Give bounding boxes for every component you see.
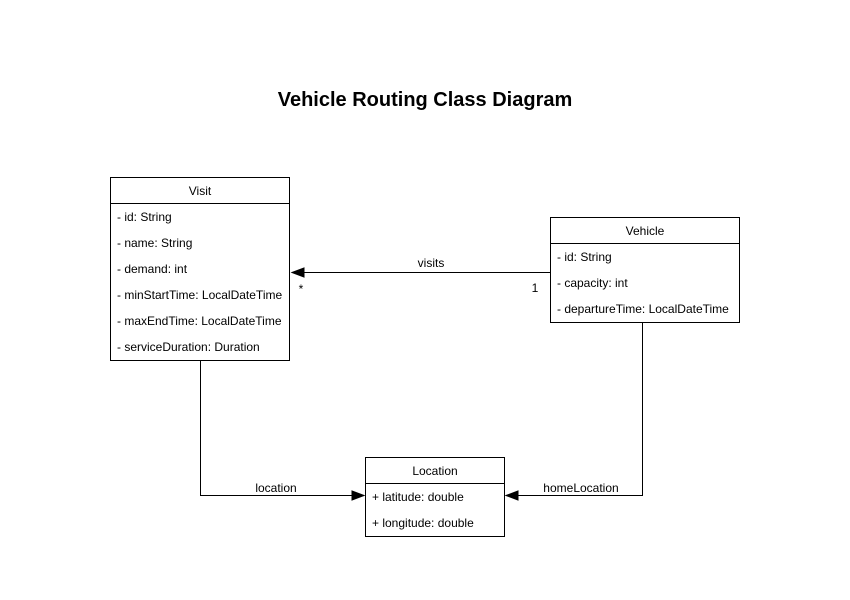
edge-label-visits: visits [415,256,447,270]
class-location-field-latitude: + latitude: double [372,490,464,504]
class-vehicle-fields: - id: String - capacity: int - departure… [551,244,739,322]
class-vehicle-name: Vehicle [551,218,739,244]
class-box-vehicle: Vehicle - id: String - capacity: int - d… [550,217,740,323]
class-vehicle-field-capacity: - capacity: int [557,276,628,290]
class-visit-fields: - id: String - name: String - demand: in… [111,204,289,360]
edge-location-line [200,359,354,496]
multiplicity-visits-star: * [298,282,304,296]
class-visit-field-minstarttime: - minStartTime: LocalDateTime [117,288,283,302]
class-location-fields: + latitude: double + longitude: double [366,484,504,536]
class-visit-field-name: - name: String [117,236,193,250]
class-visit-field-serviceduration: - serviceDuration: Duration [117,340,260,354]
class-vehicle-field-departuretime: - departureTime: LocalDateTime [557,302,729,316]
edge-label-homelocation: homeLocation [541,481,621,495]
class-location-field-longitude: + longitude: double [372,516,474,530]
edge-location-arrowhead [351,490,366,501]
class-visit-name: Visit [111,178,289,204]
edge-visits-arrowhead [290,267,305,278]
class-vehicle-field-id: - id: String [557,250,612,264]
diagram-title: Vehicle Routing Class Diagram [277,89,573,111]
class-location-name: Location [366,458,504,484]
edge-label-location: location [253,481,299,495]
class-box-visit: Visit - id: String - name: String - dema… [110,177,290,361]
multiplicity-visits-one: 1 [531,281,539,295]
edge-homelocation-arrowhead [504,490,519,501]
class-visit-field-demand: - demand: int [117,262,188,276]
class-box-location: Location + latitude: double + longitude:… [365,457,505,537]
class-visit-field-maxendtime: - maxEndTime: LocalDateTime [117,314,282,328]
edge-homelocation-line [516,321,643,496]
class-visit-field-id: - id: String [117,210,172,224]
